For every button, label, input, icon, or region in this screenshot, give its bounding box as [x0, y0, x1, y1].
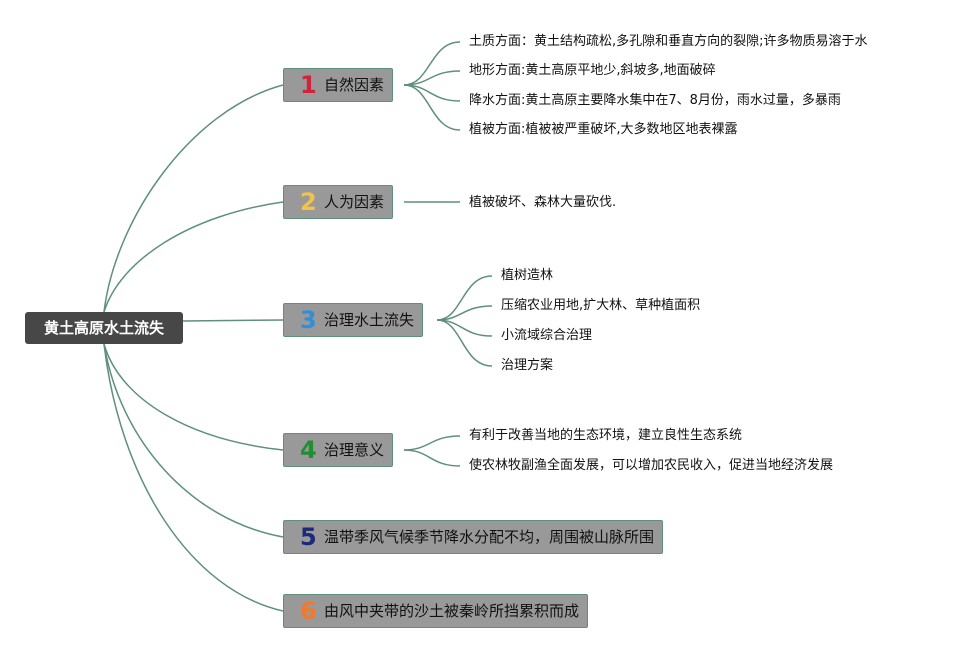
topic-human-factors[interactable]: 2 人为因素	[283, 185, 394, 219]
topic-label: 由风中夹带的沙土被秦岭所挡累积而成	[324, 602, 580, 620]
root-topic[interactable]: 黄土高原水土流失	[25, 312, 183, 344]
subtopic-soil[interactable]: 土质方面：黄土结构疏松,多孔隙和垂直方向的裂隙;许多物质易溶于水	[469, 34, 868, 49]
number-five-icon: 5	[300, 523, 317, 551]
topic-monsoon-climate[interactable]: 5 温带季风气候季节降水分配不均，周围被山脉所围	[283, 520, 664, 554]
topic-significance[interactable]: 4 治理意义	[283, 433, 394, 467]
number-six-icon: 6	[300, 597, 317, 625]
topic-label: 人为因素	[324, 193, 385, 211]
subtopic-reduce-farmland[interactable]: 压缩农业用地,扩大林、草种植面积	[501, 298, 701, 313]
topic-natural-factors[interactable]: 1 自然因素	[283, 68, 394, 102]
subtopic-terrain[interactable]: 地形方面:黄土高原平地少,斜坡多,地面破碎	[469, 63, 716, 78]
subtopic-ecology[interactable]: 有利于改善当地的生态环境，建立良性生态系统	[469, 428, 743, 443]
subtopic-rainfall[interactable]: 降水方面:黄土高原主要降水集中在7、8月份，雨水过量，多暴雨	[469, 93, 841, 108]
topic-label: 治理水土流失	[324, 311, 415, 329]
subtopic-afforestation[interactable]: 植树造林	[501, 268, 554, 283]
number-one-icon: 1	[300, 71, 317, 99]
subtopic-plan[interactable]: 治理方案	[501, 358, 554, 373]
topic-label: 温带季风气候季节降水分配不均，周围被山脉所围	[324, 528, 655, 546]
topic-wind-deposition[interactable]: 6 由风中夹带的沙土被秦岭所挡累积而成	[283, 594, 589, 628]
number-four-icon: 4	[300, 436, 317, 464]
subtopic-deforestation[interactable]: 植被破坏、森林大量砍伐.	[469, 195, 617, 210]
number-three-icon: 3	[300, 306, 317, 334]
subtopic-vegetation[interactable]: 植被方面:植被被严重破坏,大多数地区地表裸露	[469, 122, 738, 137]
subtopic-economy[interactable]: 使农林牧副渔全面发展，可以增加农民收入，促进当地经济发展	[469, 458, 834, 473]
subtopic-watershed-management[interactable]: 小流域综合治理	[501, 328, 593, 343]
topic-soil-erosion-control[interactable]: 3 治理水土流失	[283, 303, 424, 337]
number-two-icon: 2	[300, 188, 317, 216]
topic-label: 自然因素	[324, 76, 385, 94]
topic-label: 治理意义	[324, 441, 385, 459]
